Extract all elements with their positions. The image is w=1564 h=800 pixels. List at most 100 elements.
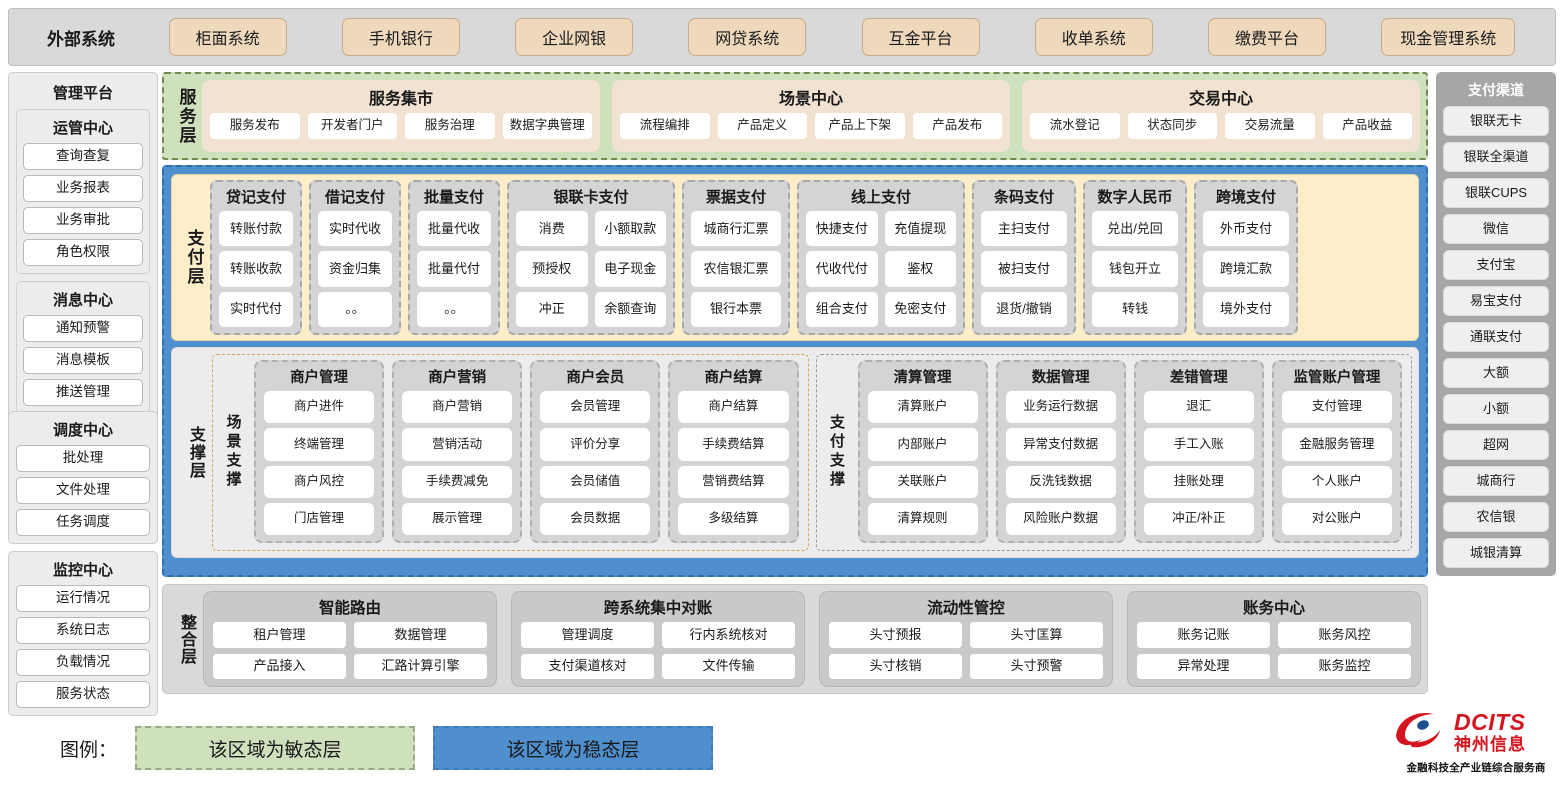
support-item[interactable]: 多级结算: [678, 502, 789, 535]
payment-channel-item[interactable]: 大额: [1443, 358, 1549, 388]
admin-menu-item[interactable]: 角色权限: [23, 239, 143, 266]
support-item[interactable]: 会员数据: [540, 502, 651, 535]
payment-item[interactable]: 余额查询: [594, 291, 666, 327]
payment-item[interactable]: 转钱: [1092, 291, 1178, 327]
payment-item[interactable]: 转账付款: [219, 211, 293, 247]
payment-item[interactable]: 。。: [318, 291, 392, 327]
support-item[interactable]: 商户结算: [678, 391, 789, 424]
payment-item[interactable]: 批量代付: [417, 251, 491, 287]
integration-item[interactable]: 行内系统核对: [662, 622, 795, 648]
payment-item[interactable]: 银行本票: [691, 291, 781, 327]
support-item[interactable]: 商户营销: [402, 391, 513, 424]
payment-channel-item[interactable]: 易宝支付: [1443, 286, 1549, 316]
admin-menu-item[interactable]: 系统日志: [16, 617, 150, 644]
payment-item[interactable]: 电子现金: [594, 251, 666, 287]
integration-item[interactable]: 账务记账: [1137, 622, 1270, 648]
support-item[interactable]: 营销费结算: [678, 465, 789, 498]
support-item[interactable]: 营销活动: [402, 428, 513, 461]
admin-menu-item[interactable]: 业务报表: [23, 175, 143, 202]
external-system-chip[interactable]: 企业网银: [515, 18, 634, 56]
payment-item[interactable]: 鉴权: [884, 251, 956, 287]
payment-item[interactable]: 外币支付: [1203, 211, 1289, 247]
service-item[interactable]: 交易流量: [1225, 113, 1315, 139]
admin-menu-item[interactable]: 通知预警: [23, 315, 143, 342]
admin-menu-item[interactable]: 文件处理: [16, 477, 150, 504]
payment-channel-item[interactable]: 城银清算: [1443, 538, 1549, 568]
integration-item[interactable]: 账务风控: [1278, 622, 1411, 648]
payment-item[interactable]: 退货/撤销: [981, 291, 1067, 327]
integration-item[interactable]: 汇路计算引擎: [354, 653, 487, 679]
support-item[interactable]: 商户进件: [264, 391, 375, 424]
support-item[interactable]: 支付管理: [1281, 391, 1392, 424]
support-item[interactable]: 手工入账: [1143, 428, 1254, 461]
support-item[interactable]: 门店管理: [264, 502, 375, 535]
external-system-chip[interactable]: 现金管理系统: [1381, 18, 1516, 56]
payment-item[interactable]: 转账收款: [219, 251, 293, 287]
service-item[interactable]: 服务发布: [210, 113, 300, 139]
support-item[interactable]: 个人账户: [1281, 465, 1392, 498]
integration-item[interactable]: 头寸核销: [829, 653, 962, 679]
payment-item[interactable]: 钱包开立: [1092, 251, 1178, 287]
payment-item[interactable]: 资金归集: [318, 251, 392, 287]
integration-item[interactable]: 异常处理: [1137, 653, 1270, 679]
integration-item[interactable]: 账务监控: [1278, 653, 1411, 679]
payment-item[interactable]: 充值提现: [884, 211, 956, 247]
admin-menu-item[interactable]: 推送管理: [23, 379, 143, 406]
service-item[interactable]: 产品上下架: [815, 113, 905, 139]
integration-item[interactable]: 数据管理: [354, 622, 487, 648]
support-item[interactable]: 关联账户: [867, 465, 978, 498]
support-item[interactable]: 清算账户: [867, 391, 978, 424]
payment-item[interactable]: 跨境汇款: [1203, 251, 1289, 287]
payment-item[interactable]: 冲正: [516, 291, 588, 327]
integration-item[interactable]: 头寸预报: [829, 622, 962, 648]
service-item[interactable]: 产品发布: [912, 113, 1002, 139]
support-item[interactable]: 手续费结算: [678, 428, 789, 461]
integration-item[interactable]: 头寸匡算: [970, 622, 1103, 648]
support-item[interactable]: 冲正/补正: [1143, 502, 1254, 535]
payment-channel-item[interactable]: 银联无卡: [1443, 106, 1549, 136]
payment-channel-item[interactable]: 小额: [1443, 394, 1549, 424]
payment-channel-item[interactable]: 支付宝: [1443, 250, 1549, 280]
admin-menu-item[interactable]: 负载情况: [16, 649, 150, 676]
payment-item[interactable]: 城商行汇票: [691, 211, 781, 247]
payment-item[interactable]: 批量代收: [417, 211, 491, 247]
payment-item[interactable]: 消费: [516, 211, 588, 247]
payment-item[interactable]: 代收代付: [806, 251, 878, 287]
external-system-chip[interactable]: 柜面系统: [168, 18, 287, 56]
external-system-chip[interactable]: 收单系统: [1034, 18, 1153, 56]
admin-menu-item[interactable]: 查询查复: [23, 143, 143, 170]
support-item[interactable]: 业务运行数据: [1005, 391, 1116, 424]
service-item[interactable]: 产品定义: [717, 113, 807, 139]
support-item[interactable]: 清算规则: [867, 502, 978, 535]
payment-item[interactable]: 免密支付: [884, 291, 956, 327]
support-item[interactable]: 展示管理: [402, 502, 513, 535]
admin-menu-item[interactable]: 业务审批: [23, 207, 143, 234]
external-system-chip[interactable]: 缴费平台: [1208, 18, 1327, 56]
service-item[interactable]: 产品收益: [1322, 113, 1412, 139]
support-item[interactable]: 会员管理: [540, 391, 651, 424]
support-item[interactable]: 商户风控: [264, 465, 375, 498]
service-item[interactable]: 数据字典管理: [502, 113, 592, 139]
payment-item[interactable]: 预授权: [516, 251, 588, 287]
payment-item[interactable]: 。。: [417, 291, 491, 327]
admin-menu-item[interactable]: 批处理: [16, 445, 150, 472]
support-item[interactable]: 会员储值: [540, 465, 651, 498]
support-item[interactable]: 终端管理: [264, 428, 375, 461]
external-system-chip[interactable]: 网贷系统: [688, 18, 807, 56]
payment-channel-item[interactable]: 银联CUPS: [1443, 178, 1549, 208]
payment-item[interactable]: 组合支付: [806, 291, 878, 327]
integration-item[interactable]: 管理调度: [521, 622, 654, 648]
external-system-chip[interactable]: 手机银行: [341, 18, 460, 56]
payment-item[interactable]: 主扫支付: [981, 211, 1067, 247]
payment-item[interactable]: 农信银汇票: [691, 251, 781, 287]
admin-menu-item[interactable]: 消息模板: [23, 347, 143, 374]
integration-item[interactable]: 头寸预警: [970, 653, 1103, 679]
support-item[interactable]: 风险账户数据: [1005, 502, 1116, 535]
payment-channel-item[interactable]: 超网: [1443, 430, 1549, 460]
support-item[interactable]: 评价分享: [540, 428, 651, 461]
payment-item[interactable]: 实时代收: [318, 211, 392, 247]
support-item[interactable]: 手续费减免: [402, 465, 513, 498]
admin-menu-item[interactable]: 任务调度: [16, 509, 150, 536]
external-system-chip[interactable]: 互金平台: [861, 18, 980, 56]
payment-item[interactable]: 兑出/兑回: [1092, 211, 1178, 247]
